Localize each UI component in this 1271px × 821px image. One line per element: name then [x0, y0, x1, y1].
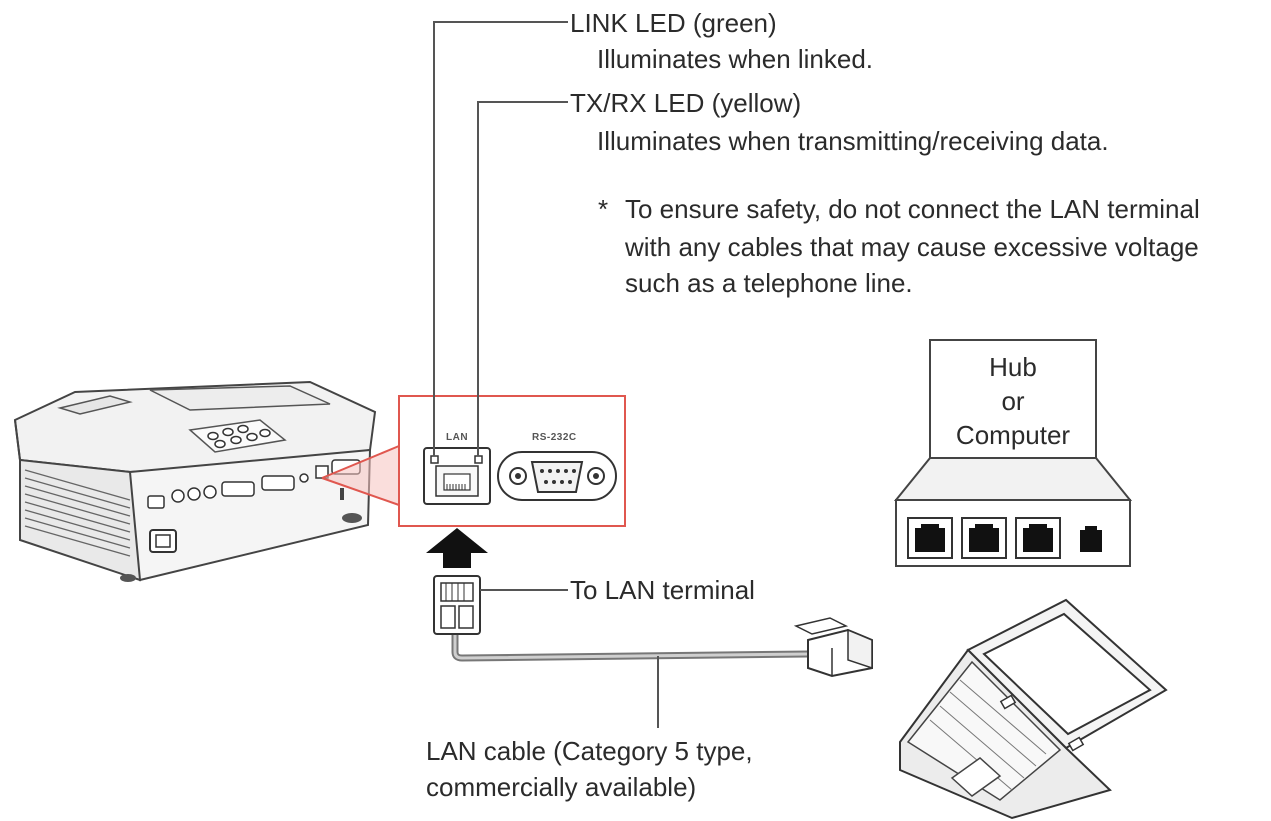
rs232c-port-label: RS-232C	[532, 432, 577, 443]
link-led-description: Illuminates when linked.	[597, 44, 874, 74]
led-leader-lines	[433, 21, 568, 456]
to-lan-terminal-label: To LAN terminal	[570, 575, 755, 605]
txrx-led-title: TX/RX LED (yellow)	[570, 88, 802, 118]
hub-device	[893, 339, 1133, 567]
safety-note-line-2: with any cables that may cause excessive…	[625, 232, 1199, 262]
safety-note-line-3: such as a telephone line.	[625, 268, 913, 298]
note-marker: *	[598, 194, 609, 224]
lan-port-label: LAN	[446, 432, 469, 443]
insert-arrow	[426, 528, 488, 568]
link-led-title: LINK LED (green)	[570, 8, 777, 38]
laptop-illustration	[899, 598, 1168, 820]
lan-cable	[433, 575, 873, 678]
txrx-led-description: Illuminates when transmitting/receiving …	[597, 126, 1109, 156]
lan-cable-label-line-2: commercially available)	[426, 772, 697, 802]
hub-label-line-2: or	[1001, 386, 1025, 416]
lan-jack	[423, 447, 491, 505]
hub-label-line-1: Hub	[989, 352, 1037, 382]
lan-cable-label-line-1: LAN cable (Category 5 type,	[426, 736, 753, 766]
projector-illustration	[13, 380, 377, 582]
safety-note-line-1: To ensure safety, do not connect the LAN…	[625, 194, 1200, 224]
hub-label-line-3: Computer	[955, 420, 1071, 450]
rs232c-port	[497, 451, 617, 501]
